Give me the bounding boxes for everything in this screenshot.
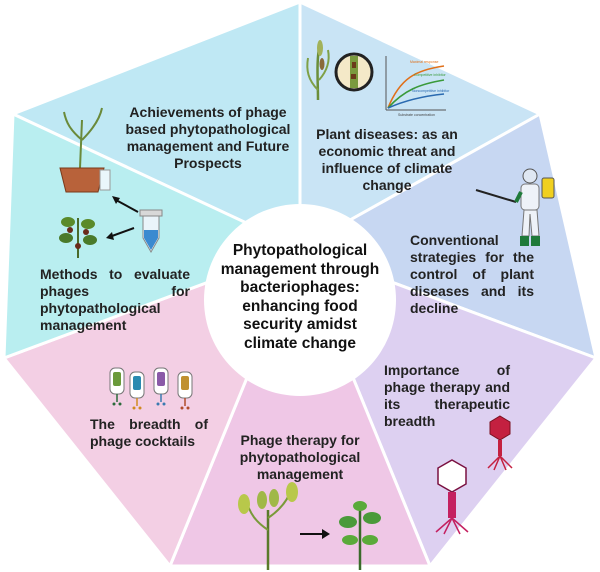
segment-cocktails-text: The breadth of phage cocktails [90, 416, 208, 450]
segment-importance-text: Importance of phage therapy and its ther… [384, 362, 510, 430]
center-title: Phytopathological management through bac… [215, 242, 385, 353]
graph-label-competitive: Competitive inhibitor [414, 73, 447, 77]
graph-label-maximal: Maximal response [410, 60, 438, 64]
magnifier-leaf-icon [336, 54, 372, 90]
segment-phage-therapy-text: Phage therapy for phytopathological mana… [230, 432, 370, 483]
segment-conventional-text: Conventional strategies for the control … [410, 232, 534, 317]
segment-plant-diseases-text: Plant diseases: as an economic threat an… [314, 126, 460, 194]
graph-label-substrate: Substrate concentration [398, 113, 435, 117]
segment-methods-text: Methods to evaluate phages for phytopath… [40, 266, 190, 334]
graph-label-noncompetitive: Noncompetitive inhibitor [412, 89, 450, 93]
segment-achievements-text: Achievements of phage based phytopatholo… [118, 104, 298, 172]
